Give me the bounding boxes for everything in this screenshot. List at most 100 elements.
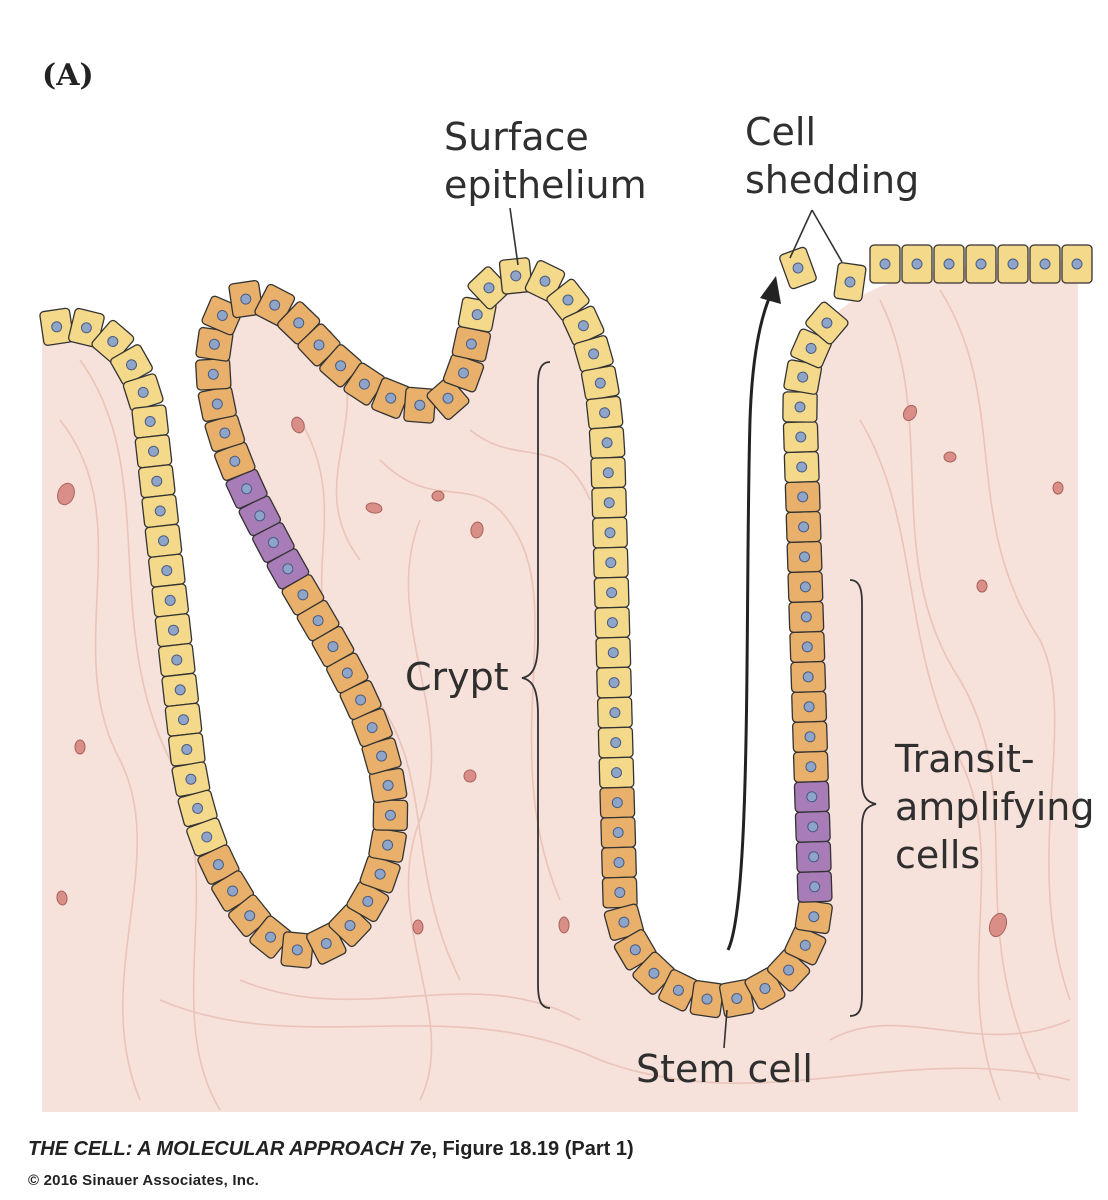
epithelial-cell xyxy=(39,307,75,346)
stromal-nucleus xyxy=(291,416,305,434)
epithelial-cell xyxy=(596,696,633,729)
cell-nucleus xyxy=(975,258,987,270)
epithelial-cell xyxy=(782,391,818,423)
epithelial-cell xyxy=(603,903,644,941)
cell-nucleus xyxy=(192,802,204,814)
cell-nucleus xyxy=(806,791,818,803)
epithelial-cell xyxy=(134,434,173,469)
cell-nucleus xyxy=(799,551,810,563)
epithelial-cell xyxy=(592,546,629,579)
surface-epithelium-pointer xyxy=(509,207,519,266)
cell-nucleus xyxy=(151,475,163,487)
epithelial-cell xyxy=(796,870,833,903)
cell-nucleus xyxy=(362,895,374,907)
epithelial-cell xyxy=(368,827,407,863)
cell-nucleus xyxy=(601,437,613,449)
epithelial-cell xyxy=(783,359,823,395)
cell-nucleus xyxy=(796,461,808,473)
cell-nucleus xyxy=(254,510,266,522)
cell-nucleus xyxy=(701,993,713,1005)
epithelial-cell xyxy=(368,767,408,804)
cell-nucleus xyxy=(137,386,149,398)
epithelial-cell xyxy=(177,789,218,828)
crypt-brace xyxy=(521,361,551,1009)
cell-nucleus xyxy=(384,809,396,821)
epithelial-cell xyxy=(351,708,393,748)
epithelial-cell xyxy=(546,278,590,322)
epithelial-cell xyxy=(791,690,828,723)
epithelial-cell xyxy=(795,840,832,873)
stromal-nucleus xyxy=(976,579,988,593)
cell-nucleus xyxy=(610,737,622,749)
epithelial-cell xyxy=(592,516,628,549)
cell-nucleus xyxy=(313,339,325,351)
cell-nucleus xyxy=(185,773,197,785)
cell-nucleus xyxy=(158,535,169,547)
epithelial-cell xyxy=(792,720,828,753)
epithelial-cell xyxy=(122,373,164,412)
epithelial-cell xyxy=(792,750,829,783)
cell-nucleus xyxy=(154,505,166,517)
cell-nucleus xyxy=(297,589,309,601)
cell-nucleus xyxy=(181,744,193,755)
cell-nucleus xyxy=(613,857,625,868)
cell-nucleus xyxy=(366,722,378,734)
cell-nucleus xyxy=(599,407,611,419)
fiber xyxy=(829,1019,1071,1041)
fiber xyxy=(879,299,1041,1081)
stem-cell-label: Stem cell xyxy=(636,1047,813,1091)
epithelial-cell xyxy=(784,480,821,513)
copyright-notice: © 2016 Sinauer Associates, Inc. xyxy=(28,1172,259,1189)
figure-credit: THE CELL: A MOLECULAR APPROACH 7e, Figur… xyxy=(28,1138,634,1161)
cell-nucleus xyxy=(212,859,224,871)
shed-cell xyxy=(779,246,817,290)
epithelial-cell xyxy=(580,365,620,401)
fiber xyxy=(407,519,433,1101)
cell-nucleus xyxy=(605,557,617,569)
surface-cell xyxy=(997,244,1029,284)
cell-nucleus xyxy=(207,368,219,380)
epithelial-cell xyxy=(788,600,825,633)
cell-nucleus xyxy=(267,537,279,548)
fiber xyxy=(79,359,221,1111)
epithelial-cell xyxy=(600,816,637,849)
epithelial-cell xyxy=(339,679,382,721)
cell-nucleus xyxy=(107,336,119,347)
epithelial-cell xyxy=(805,301,849,345)
epithelial-cell xyxy=(467,266,511,310)
epithelial-cell xyxy=(158,642,196,678)
cell-nucleus xyxy=(801,641,813,653)
migration-arrowhead xyxy=(760,276,781,304)
cell-nucleus xyxy=(879,258,891,270)
cell-nucleus xyxy=(1007,258,1019,270)
epithelial-cell xyxy=(197,385,237,423)
cell-nucleus xyxy=(804,731,816,743)
fiber xyxy=(59,419,141,1101)
cell-nucleus xyxy=(611,767,622,779)
cell-nucleus xyxy=(800,611,812,623)
cell-nucleus xyxy=(672,984,684,996)
stem-cell-pointer xyxy=(723,1009,728,1049)
epithelial-cell xyxy=(599,786,636,819)
epithelial-cell xyxy=(228,279,264,319)
cell-nucleus xyxy=(465,338,477,350)
cell-nucleus xyxy=(539,275,551,287)
cell-nucleus xyxy=(382,779,394,791)
cell-nucleus xyxy=(618,916,630,928)
stromal-nucleus xyxy=(470,521,484,539)
cell-nucleus xyxy=(1071,258,1083,270)
cell-nucleus xyxy=(471,309,483,321)
stromal-nucleus xyxy=(74,739,86,755)
epithelial-cell xyxy=(790,328,833,369)
cell-nucleus xyxy=(911,258,923,270)
cell-nucleus xyxy=(414,399,426,411)
epithelial-cell xyxy=(601,846,637,879)
surface-label-line-2: epithelium xyxy=(444,163,647,207)
stromal-cell-nuclei xyxy=(56,404,1064,938)
epithelial-cell xyxy=(161,672,199,707)
epithelial-cell xyxy=(138,464,176,499)
fiber xyxy=(379,459,561,901)
cell-nucleus xyxy=(168,624,179,636)
cell-nucleus xyxy=(216,310,228,321)
